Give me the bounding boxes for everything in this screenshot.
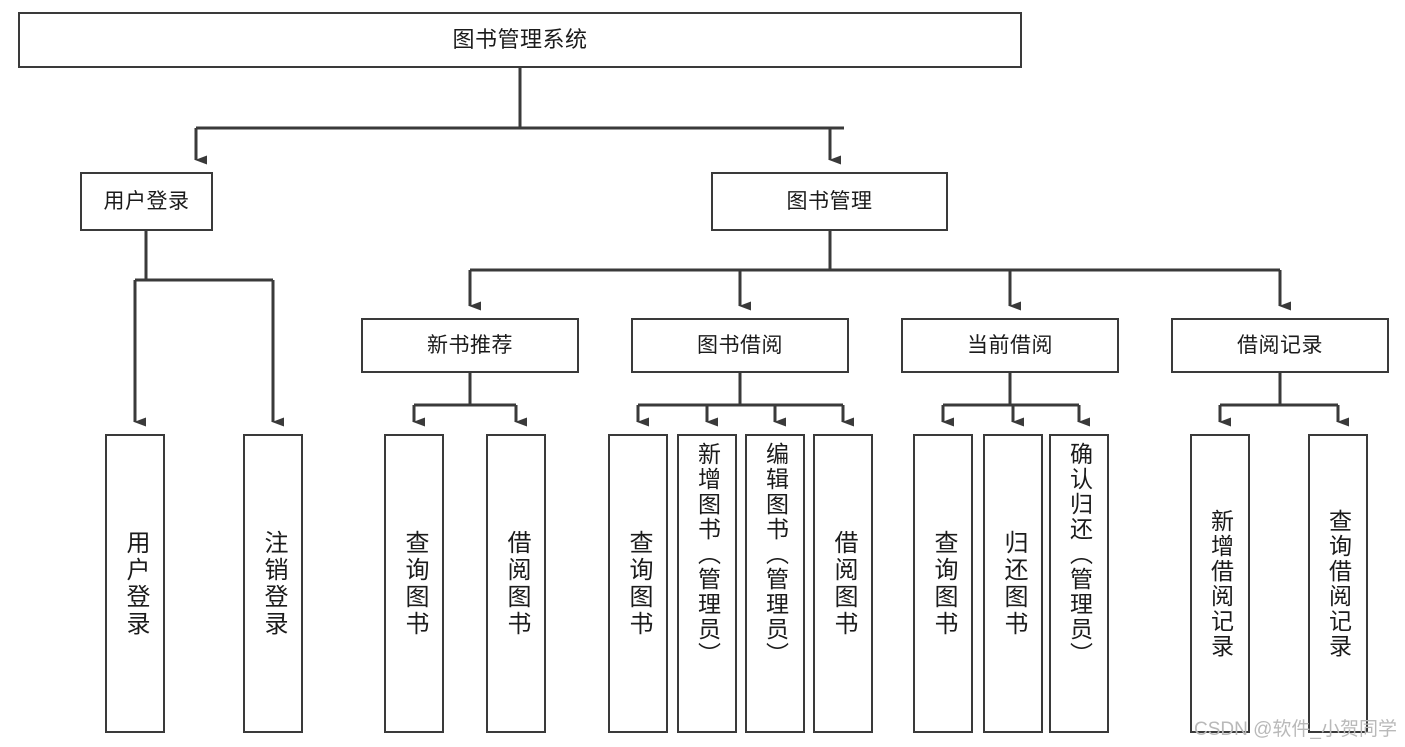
node-user-login[interactable]: 用户登录 xyxy=(80,172,213,231)
leaf-return-book[interactable]: 归还图书 xyxy=(983,434,1043,733)
leaf-borrow-book-recommend-label: 借阅图书 xyxy=(503,529,530,638)
leaf-query-book-current-label: 查询图书 xyxy=(930,529,957,638)
node-book-management-label: 图书管理 xyxy=(786,189,873,213)
leaf-user-login-label: 用户登录 xyxy=(122,529,149,638)
leaf-borrow-book[interactable]: 借阅图书 xyxy=(813,434,873,733)
leaf-add-book-admin-label: 新增图书（管理员） xyxy=(694,442,721,667)
leaf-confirm-return-admin-label: 确认归还（管理员） xyxy=(1066,442,1093,667)
leaf-borrow-book-recommend[interactable]: 借阅图书 xyxy=(486,434,546,733)
node-root[interactable]: 图书管理系统 xyxy=(18,12,1022,68)
watermark: CSDN @软件_小贺同学 xyxy=(1194,719,1397,740)
leaf-return-book-label: 归还图书 xyxy=(1000,529,1027,638)
node-book-borrow[interactable]: 图书借阅 xyxy=(631,318,849,373)
leaf-user-login[interactable]: 用户登录 xyxy=(105,434,165,733)
leaf-confirm-return-admin[interactable]: 确认归还（管理员） xyxy=(1049,434,1109,733)
leaf-query-book-recommend[interactable]: 查询图书 xyxy=(384,434,444,733)
leaf-query-borrow-record-label: 查询借阅记录 xyxy=(1325,508,1352,659)
node-root-label: 图书管理系统 xyxy=(452,26,588,52)
leaf-edit-book-admin-label: 编辑图书（管理员） xyxy=(762,442,789,667)
leaf-query-book-borrow-label: 查询图书 xyxy=(625,529,652,638)
node-borrow-record[interactable]: 借阅记录 xyxy=(1171,318,1389,373)
leaf-query-book-recommend-label: 查询图书 xyxy=(401,529,428,638)
node-user-login-label: 用户登录 xyxy=(103,189,190,213)
leaf-query-borrow-record[interactable]: 查询借阅记录 xyxy=(1308,434,1368,733)
node-new-book-recommend-label: 新书推荐 xyxy=(427,333,513,357)
node-current-borrow-label: 当前借阅 xyxy=(967,333,1053,357)
leaf-query-book-borrow[interactable]: 查询图书 xyxy=(608,434,668,733)
leaf-add-borrow-record[interactable]: 新增借阅记录 xyxy=(1190,434,1250,733)
node-book-borrow-label: 图书借阅 xyxy=(697,333,783,357)
leaf-logout[interactable]: 注销登录 xyxy=(243,434,303,733)
node-book-management[interactable]: 图书管理 xyxy=(711,172,948,231)
leaf-logout-label: 注销登录 xyxy=(260,529,287,638)
leaf-borrow-book-label: 借阅图书 xyxy=(830,529,857,638)
leaf-query-book-current[interactable]: 查询图书 xyxy=(913,434,973,733)
leaf-add-borrow-record-label: 新增借阅记录 xyxy=(1207,508,1234,659)
node-borrow-record-label: 借阅记录 xyxy=(1237,333,1323,357)
leaf-add-book-admin[interactable]: 新增图书（管理员） xyxy=(677,434,737,733)
leaf-edit-book-admin[interactable]: 编辑图书（管理员） xyxy=(745,434,805,733)
node-new-book-recommend[interactable]: 新书推荐 xyxy=(361,318,579,373)
node-current-borrow[interactable]: 当前借阅 xyxy=(901,318,1119,373)
